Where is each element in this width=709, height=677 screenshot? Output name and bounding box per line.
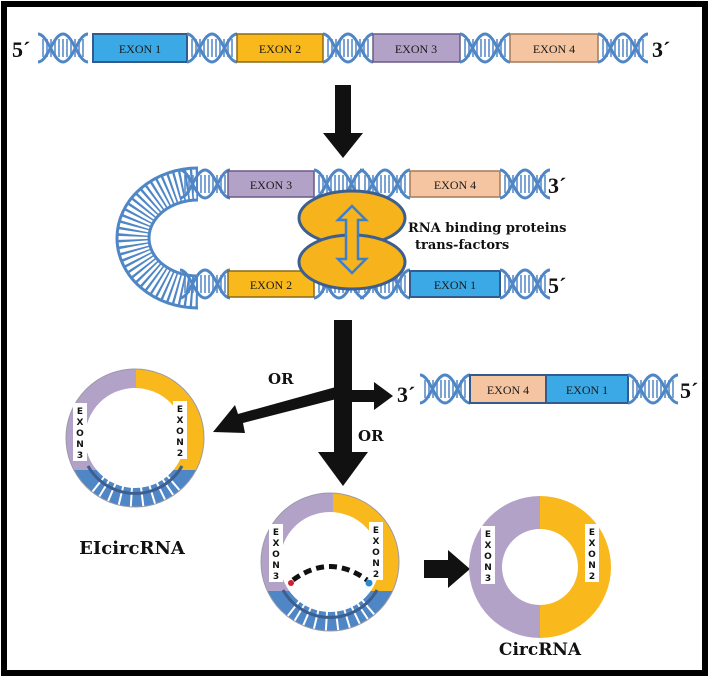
svg-text:X: X	[373, 537, 380, 547]
svg-text:N: N	[176, 438, 184, 448]
svg-text:N: N	[484, 563, 492, 573]
splice-dashed-line	[291, 564, 369, 583]
svg-text:3: 3	[485, 574, 491, 584]
svg-text:O: O	[76, 429, 84, 439]
dna-segment	[179, 168, 231, 200]
or-label-down: OR	[358, 427, 384, 445]
or-label-left: OR	[268, 370, 294, 388]
five-prime-label-top: 5´	[12, 37, 30, 62]
three-prime-label-hairpin: 3´	[548, 173, 566, 198]
linear-exon-4-label: EXON 4	[487, 383, 529, 397]
hairpin-upper-strand: EXON 3 EXON 4	[179, 168, 551, 200]
three-prime-label-linear: 3´	[397, 382, 415, 407]
svg-text:O: O	[176, 427, 184, 437]
linear-exon-1-label: EXON 1	[566, 383, 608, 397]
svg-text:N: N	[76, 440, 84, 450]
svg-text:E: E	[373, 526, 379, 536]
svg-text:E: E	[589, 528, 595, 538]
svg-text:2: 2	[177, 449, 183, 459]
arrow-to-eicircrna	[213, 385, 352, 433]
dna-segment	[459, 32, 511, 64]
svg-text:O: O	[588, 550, 596, 560]
hairpin-exon-1-label: EXON 1	[434, 278, 476, 292]
svg-text:3: 3	[273, 572, 279, 582]
eicircrna-label: EIcircRNA	[79, 538, 186, 559]
eicircrna-exon-3-label: E X O N 3	[73, 403, 87, 461]
svg-text:E: E	[77, 407, 83, 417]
hairpin-exon-4-label: EXON 4	[434, 178, 476, 192]
splice-site-blue	[365, 579, 373, 587]
svg-text:X: X	[589, 539, 596, 549]
five-prime-label-linear: 5´	[680, 378, 698, 403]
svg-text:2: 2	[373, 570, 379, 580]
svg-text:O: O	[484, 552, 492, 562]
splice-site-red	[288, 580, 294, 586]
svg-text:N: N	[272, 561, 280, 571]
linear-exon-4-box	[469, 374, 547, 404]
svg-text:O: O	[372, 548, 380, 558]
arrow-to-circrna	[424, 550, 470, 588]
circrna-exon-2-label: E X O N 2	[585, 524, 599, 582]
exon-3-label: EXON 3	[395, 42, 437, 56]
hairpin-exon-1-box	[409, 270, 501, 298]
rbp-label-line1: RNA binding proteins	[408, 221, 566, 236]
circrna-exon-3-label: E X O N 3	[481, 526, 495, 584]
svg-text:N: N	[588, 561, 596, 571]
exon-3-box	[372, 33, 461, 63]
svg-text:2: 2	[589, 572, 595, 582]
three-prime-label-top: 3´	[652, 37, 670, 62]
intermediate-exon-2-label: E X O N 2	[369, 522, 383, 580]
linear-exon-1-box	[545, 374, 629, 404]
svg-text:E: E	[273, 528, 279, 538]
dna-segment	[186, 32, 238, 64]
arrow-down-1	[323, 85, 363, 158]
hairpin-loop	[115, 166, 199, 310]
hairpin-exon-2-box	[227, 270, 315, 298]
dna-segment	[597, 32, 649, 64]
svg-text:X: X	[77, 418, 84, 428]
svg-text:3: 3	[77, 451, 83, 461]
exon-2-label: EXON 2	[259, 42, 301, 56]
svg-text:X: X	[177, 416, 184, 426]
circrna-label: CircRNA	[499, 640, 582, 660]
hairpin-exon-3-label: EXON 3	[250, 178, 292, 192]
five-prime-label-hairpin: 5´	[548, 273, 566, 298]
svg-text:O: O	[272, 550, 280, 560]
svg-text:E: E	[177, 405, 183, 415]
hairpin-exon-2-label: EXON 2	[250, 278, 292, 292]
rna-binding-proteins	[297, 189, 407, 291]
dna-segment	[499, 268, 551, 300]
exon-1-label: EXON 1	[119, 42, 161, 56]
svg-text:X: X	[485, 541, 492, 551]
intermediate-exon-3-label: E X O N 3	[269, 524, 283, 582]
exon-4-label: EXON 4	[533, 42, 575, 56]
top-dna-strand: EXON 1 EXON 2 EXON 3 EXON 4	[37, 32, 649, 64]
svg-text:E: E	[485, 530, 491, 540]
dna-segment	[37, 32, 89, 64]
svg-text:X: X	[273, 539, 280, 549]
hairpin-exon-4-box	[409, 170, 501, 198]
linear-spliced-strand: EXON 4 EXON 1	[419, 373, 679, 405]
exon-1-box	[92, 33, 188, 63]
dna-segment	[322, 32, 374, 64]
eicircrna-exon-2-label: E X O N 2	[173, 401, 187, 459]
dna-segment	[499, 168, 551, 200]
rbp-label-line2: trans-factors	[415, 238, 509, 253]
hairpin-exon-3-box	[227, 170, 315, 198]
dna-segment	[627, 373, 679, 405]
double-arrow-icon	[334, 204, 370, 275]
arrow-to-linear	[342, 382, 393, 410]
dna-segment	[419, 373, 471, 405]
exon-4-box	[509, 33, 599, 63]
svg-text:N: N	[372, 559, 380, 569]
dna-segment	[179, 268, 231, 300]
exon-2-box	[236, 33, 324, 63]
